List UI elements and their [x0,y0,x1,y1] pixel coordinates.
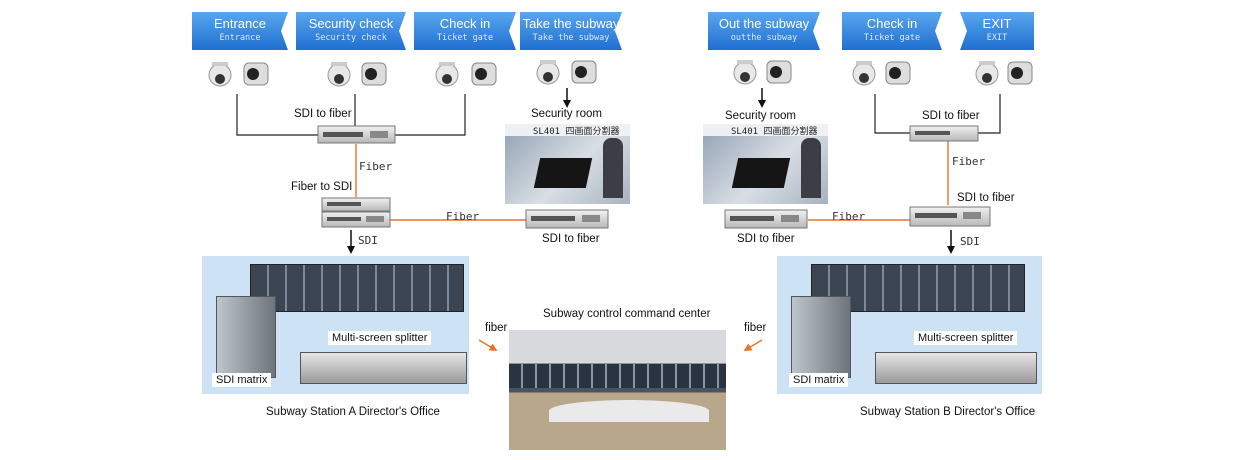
fiber-to-sdi-device-2 [321,211,391,228]
camera-group-entrance [208,62,269,87]
label-sdi-right: SDI [960,235,980,248]
tag-multi-screen-splitter-b: Multi-screen splitter [914,331,1018,345]
label-security-room-right: Security room [725,110,796,122]
dome-camera-icon [435,62,459,87]
stage-sublabel: EXIT [986,33,1008,43]
camera-group-check-in-right [852,61,911,86]
sdi-to-fiber-device-right-bottom [909,206,991,227]
stage-tab-security-check: Security check Security check [296,12,406,50]
dome-camera-icon [852,61,876,86]
label-sdi-to-fiber-right-bottom: SDI to fiber [957,192,1015,204]
stage-tab-exit: EXIT EXIT [960,12,1034,50]
control-desk-icon [549,400,709,422]
box-camera-icon [571,60,597,84]
label-fiber-right-link: fiber [744,322,767,334]
splitter-screen-caption: SL401 四画面分割器 [533,127,620,137]
box-camera-icon [885,61,911,85]
server-cabinet-icon [216,296,276,378]
stage-tab-check-in-right: Check in Ticket gate [842,12,942,50]
label-office-b: Subway Station B Director's Office [860,406,1036,418]
splitter-device-icon [731,158,791,188]
splitter-device-icon [533,158,593,188]
label-sdi-to-fiber-right-mid: SDI to fiber [737,233,795,245]
fiber-arrow-left-icon [478,339,498,352]
label-fiber-right-horizontal: Fiber [832,210,866,223]
label-office-a: Subway Station A Director's Office [266,406,440,418]
box-camera-icon [361,62,387,86]
splitter-rack-icon [300,352,467,384]
video-wall-icon [811,264,1025,312]
stage-tab-out-subway: Out the subway outthe subway [708,12,820,50]
label-fiber-left-link: fiber [485,322,508,334]
sdi-wiring-left [236,94,466,136]
stage-label: Out the subway [718,16,810,31]
fiber-lines [355,140,949,221]
label-fiber-left-vertical: Fiber [359,160,393,173]
splitter-screen-caption: SL401 四画面分割器 [731,127,818,137]
stage-sublabel: Ticket gate [436,33,494,43]
camera-group-check-in-left [435,62,497,87]
label-sdi-to-fiber-top-left: SDI to fiber [294,108,352,120]
stage-tab-take-subway: Take the subway Take the subway [520,12,622,50]
tag-sdi-matrix-b: SDI matrix [789,373,849,387]
stage-label: Check in [866,16,918,31]
camera-group-exit [975,61,1033,86]
label-sdi-to-fiber-left-bottom: SDI to fiber [542,233,600,245]
stage-sublabel: Take the subway [532,33,610,43]
fiber-to-sdi-device-1 [321,197,391,212]
stage-sublabel: outthe subway [730,33,798,43]
stage-sublabel: Security check [315,33,387,43]
tag-sdi-matrix-a: SDI matrix [212,373,272,387]
security-room-photo-left: SL401 四画面分割器 [505,124,630,204]
command-center-photo [509,330,726,450]
stage-label: Check in [439,16,491,31]
camera-group-out-subway [733,60,792,85]
server-cabinet-icon [791,296,851,378]
stage-sublabel: Ticket gate [863,33,921,43]
dome-camera-icon [733,60,757,85]
dome-camera-icon [975,61,999,86]
dome-camera-icon [208,62,232,87]
stage-label: EXIT [982,16,1012,31]
video-wall-icon [250,264,464,312]
stage-sublabel: Entrance [219,33,261,43]
sdi-to-fiber-device-top-right [909,125,979,142]
box-camera-icon [243,62,269,86]
office-b-panel [777,256,1042,394]
label-fiber-to-sdi: Fiber to SDI [291,181,353,193]
label-command-center: Subway control command center [543,308,711,320]
box-camera-icon [471,62,497,86]
stage-label: Security check [308,16,394,31]
sdi-to-fiber-device-right-mid [724,209,808,229]
box-camera-icon [766,60,792,84]
stage-tab-check-in-left: Check in Ticket gate [414,12,516,50]
dome-camera-icon [327,62,351,87]
sdi-to-fiber-device-top-left [317,125,396,144]
sdi-to-fiber-device-left-bottom [525,209,609,229]
sdi-wiring-right [874,94,1001,134]
label-security-room-left: Security room [531,108,602,120]
tag-multi-screen-splitter-a: Multi-screen splitter [328,331,432,345]
camera-group-take-subway [536,60,597,85]
label-sdi-left: SDI [358,234,378,247]
command-wall-icon [509,364,726,388]
label-sdi-to-fiber-top-right: SDI to fiber [922,110,980,122]
guard-figure-icon [801,138,821,198]
label-fiber-right-vertical: Fiber [952,155,986,168]
box-camera-icon [1007,61,1033,85]
stage-label: Entrance [213,16,267,31]
splitter-rack-icon [875,352,1037,384]
fiber-arrow-right-icon [743,339,763,352]
stage-tab-entrance: Entrance Entrance [192,12,288,50]
guard-figure-icon [603,138,623,198]
label-fiber-left-horizontal: Fiber [446,210,480,223]
office-a-panel [202,256,469,394]
camera-group-security-check [327,62,387,87]
security-room-photo-right: SL401 四画面分割器 [703,124,828,204]
stage-label: Take the subway [522,16,620,31]
dome-camera-icon [536,60,560,85]
